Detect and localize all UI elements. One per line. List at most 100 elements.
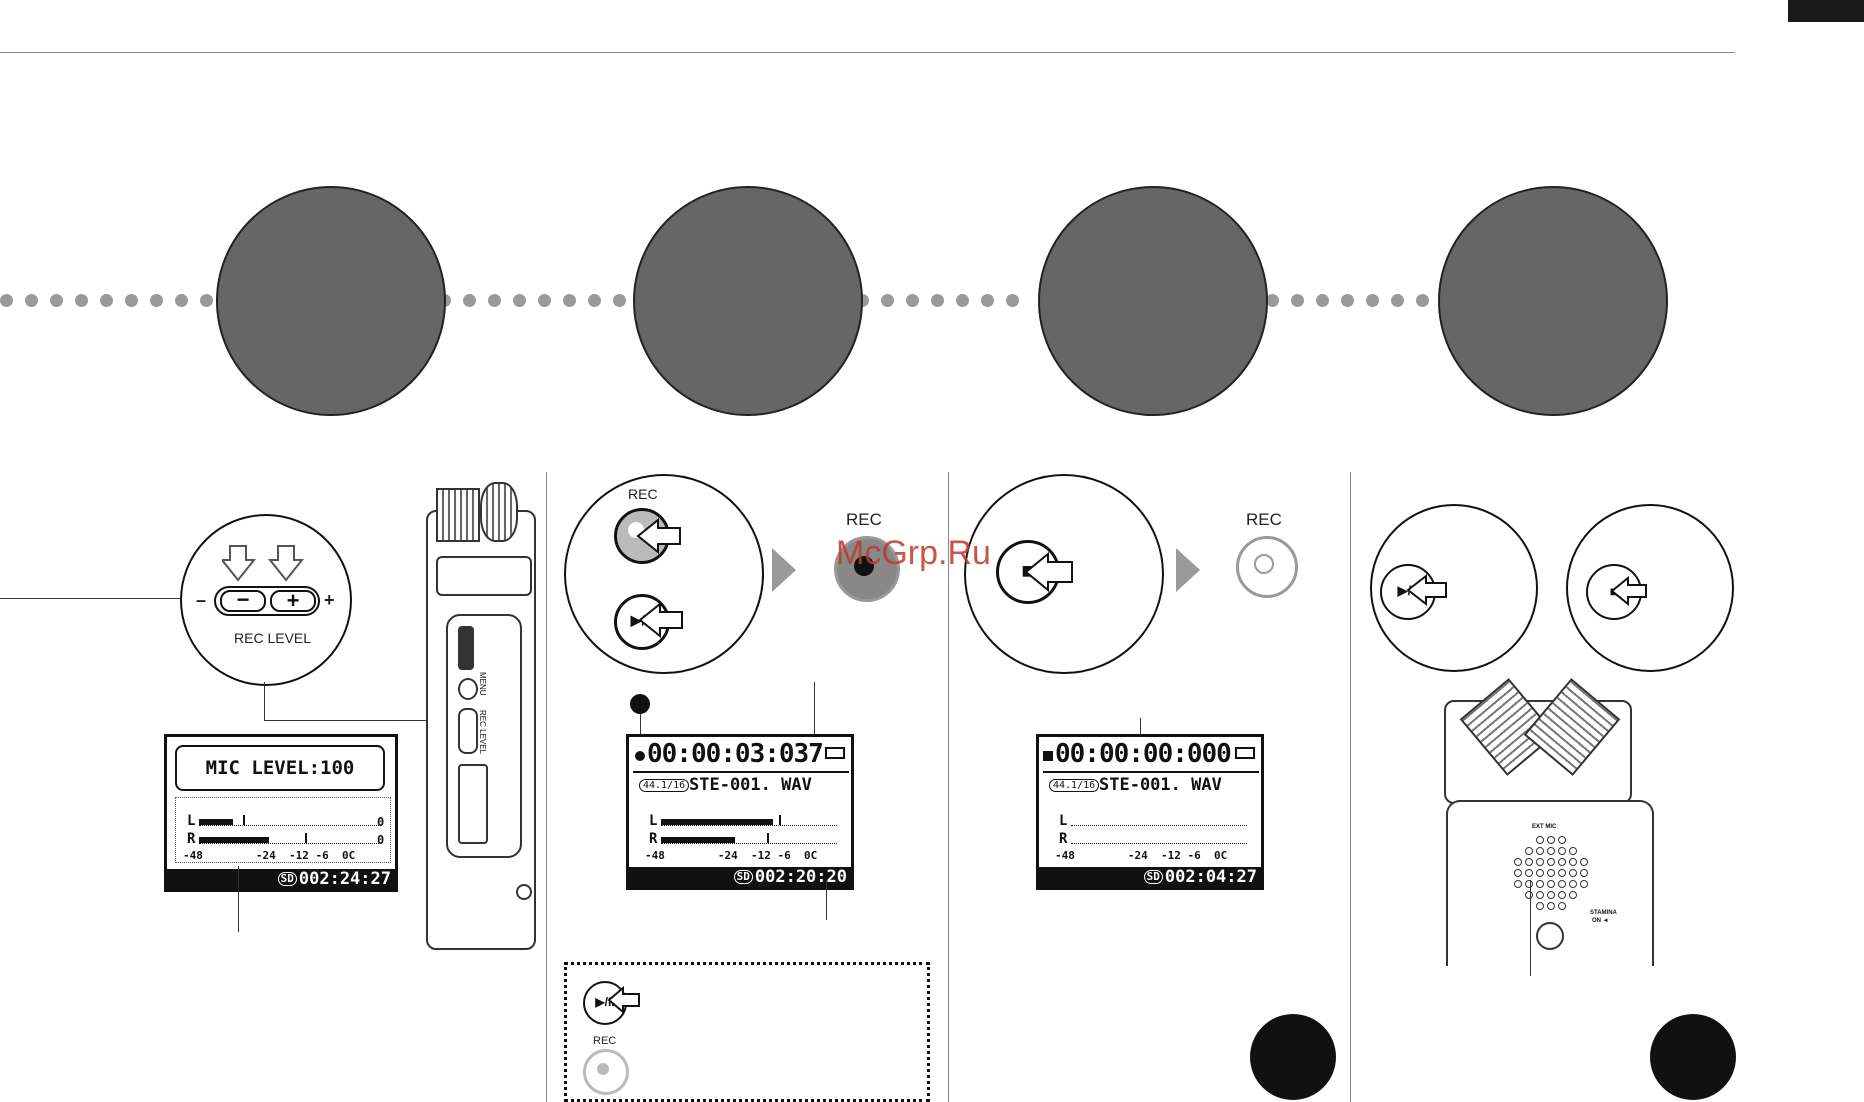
grill-hole [1558,891,1566,899]
grill-hole [1558,902,1566,910]
grill-hole [1580,880,1588,888]
rec-label: REC [628,486,658,502]
menu-button[interactable] [458,678,478,700]
grill-hole [1536,902,1544,910]
rec-level-rocker[interactable] [214,586,320,616]
timeline-dot [588,294,601,307]
lcd-meter-area [175,797,391,863]
timeline-dot [538,294,551,307]
rec-label: REC [846,510,882,529]
grill-hole [1547,891,1555,899]
meter-l-bar [661,819,773,825]
rec-level-minus-button[interactable]: − [220,589,266,612]
rec-dot-icon [854,556,874,576]
rec-indicator-lit [834,536,900,602]
timeline-dot [1266,294,1279,307]
arrow-right-icon [772,548,796,592]
note-box: ▶/II REC [564,962,930,1102]
grill-hole [1569,869,1577,877]
rec-dot-icon [1254,554,1274,574]
grill-hole [1580,869,1588,877]
press-pointer-icon [1406,573,1447,607]
column-divider [948,472,949,1102]
grill-hole [1558,847,1566,855]
meter-r-peak [305,833,307,843]
sd-card-icon: SD [733,870,753,884]
timeline-dot [906,294,919,307]
hold-switch[interactable] [458,626,474,670]
meter-l-scale [199,825,379,826]
callout-line [0,598,180,599]
timeline-dot [1391,294,1404,307]
timeline-dot [1291,294,1304,307]
stamina-label: STAMINA [1590,910,1617,916]
grill-hole [1547,858,1555,866]
timeline-dot [0,294,13,307]
meter-r-label: R [649,831,658,847]
sd-card-icon: SD [277,872,297,886]
grill-hole [1514,880,1522,888]
meter-l-scale [661,825,837,826]
callout-line [264,682,265,720]
recorder-back: EXT MIC STAMINA ON ◄ [1446,800,1654,966]
grill-hole [1547,902,1555,910]
mic-capsule [480,482,518,542]
remaining-time: 002:04:27 [1164,867,1257,887]
callout-line [1530,880,1531,976]
meter-scale: -48 -24 -12 -6 0C [1055,849,1228,862]
press-pointer-icon [607,985,640,1015]
meter-zero: 0 [377,833,385,847]
rec-level-plus-button[interactable]: + [270,590,316,612]
grill-hole [1525,880,1533,888]
battery-icon [1235,747,1255,759]
step-3-circle [1038,186,1268,416]
rec-label: REC [1246,510,1282,529]
grill-hole [1536,836,1544,844]
ext-mic-label: EXT MIC [1532,824,1557,830]
timeline-dot [50,294,63,307]
press-pointer-icon [636,517,681,555]
rec-level-side-button[interactable] [458,708,478,754]
meter-l-bar [199,819,233,825]
grill-hole [1547,869,1555,877]
grill-hole [1525,847,1533,855]
meter-r-scale [199,843,379,844]
side-panel [446,614,522,858]
minus-sign: – [196,590,207,610]
timeline-dot [1416,294,1429,307]
plus-sign: + [324,590,335,610]
grill-hole [1558,880,1566,888]
file-name: STE-001. WAV [689,775,812,795]
strap-hole [516,884,532,900]
grill-hole [1547,880,1555,888]
timeline-dot [125,294,138,307]
lcd-stopped: 00:00:00:000 44.1/16 STE-001. WAV L R -4… [1036,734,1264,890]
meter-r-scale [661,843,837,844]
rec-level-side-label: REC LEVEL [478,710,487,755]
press-pointer-icon [638,601,683,639]
grill-hole [1525,891,1533,899]
grill-hole [1536,847,1544,855]
rec-status-icon [635,751,645,761]
grill-hole [1514,858,1522,866]
meter-l-peak [779,815,781,825]
rec-label: REC [593,1035,617,1047]
meter-l-peak [243,815,245,825]
header-rule [0,52,1735,53]
stop-status-icon [1043,751,1053,761]
grill-hole [1536,891,1544,899]
lcd-counter: 00:00:03:037 [647,739,824,769]
meter-l-scale [1071,825,1247,826]
page-marker-dot [1650,1014,1736,1100]
meter-r-bar [199,837,269,843]
lcd-recording: 00:00:03:037 44.1/16 STE-001. WAV L R -4… [626,734,854,890]
grill-hole [1525,869,1533,877]
callout-line [814,682,815,758]
rec-dot-icon [597,1063,609,1075]
file-name: STE-001. WAV [1099,775,1222,795]
timeline-dot [150,294,163,307]
grill-hole [1536,869,1544,877]
